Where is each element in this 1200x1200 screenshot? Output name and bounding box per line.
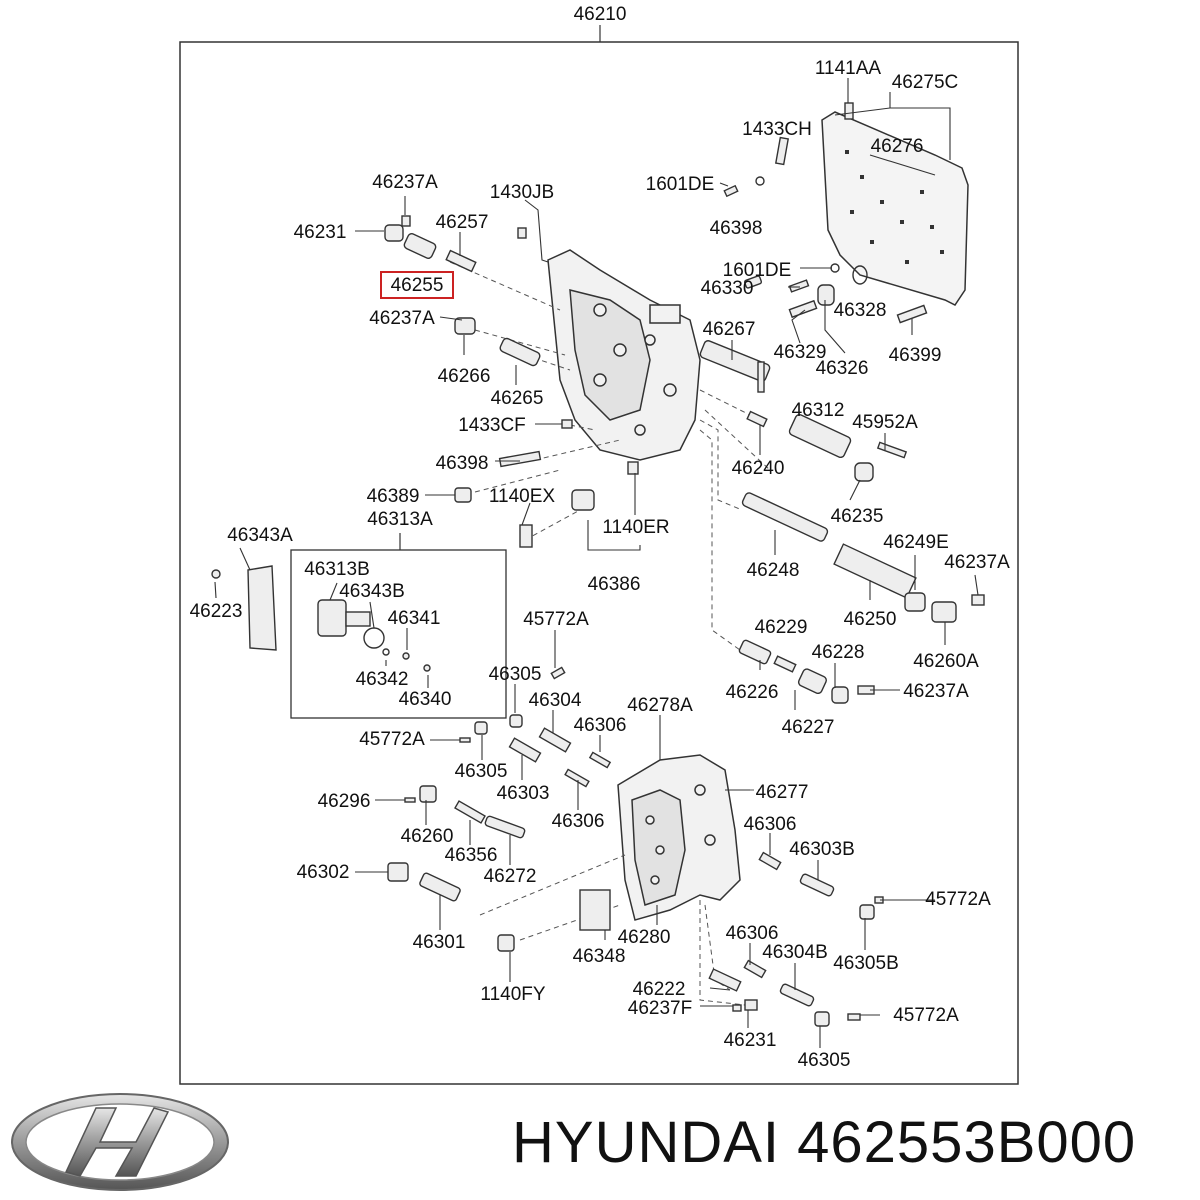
- part-label: 46237A: [369, 308, 435, 329]
- part-label: 46231: [294, 222, 347, 243]
- part-label: 46237A: [903, 681, 969, 702]
- part-label: 1430JB: [490, 182, 554, 203]
- part-label: 46305: [798, 1050, 851, 1071]
- part-label: 1601DE: [723, 260, 792, 281]
- part-label: 46231: [724, 1030, 777, 1051]
- part-label: 46343A: [227, 525, 293, 546]
- part-label: 46304B: [762, 942, 828, 963]
- part-label: 46398: [436, 453, 489, 474]
- part-label: 46227: [782, 717, 835, 738]
- hyundai-logo-icon: [11, 1093, 229, 1191]
- part-label: 46265: [491, 388, 544, 409]
- highlight-box: [380, 271, 454, 299]
- lower-valve-body: [617, 754, 741, 921]
- part-label: 45772A: [359, 729, 425, 750]
- part-label: 46302: [297, 862, 350, 883]
- part-label: 46326: [816, 358, 869, 379]
- part-label: 46237A: [944, 552, 1010, 573]
- part-label: 46272: [484, 866, 537, 887]
- part-label: 46306: [744, 814, 797, 835]
- part-label: 46235: [831, 506, 884, 527]
- part-label: 46228: [812, 642, 865, 663]
- part-label: 46255: [391, 275, 444, 296]
- part-label: 45772A: [893, 1005, 959, 1026]
- part-label: 46257: [436, 212, 489, 233]
- part-label: 46303: [497, 783, 550, 804]
- part-label: 46340: [399, 689, 452, 710]
- part-label: 46348: [573, 946, 626, 967]
- part-label: 46313A: [367, 509, 433, 530]
- part-label: 46296: [318, 791, 371, 812]
- part-label: 1601DE: [646, 174, 715, 195]
- part-label: 46398: [710, 218, 763, 239]
- part-label: 46280: [618, 927, 671, 948]
- part-label: 46312: [792, 400, 845, 421]
- part-label: 46275C: [892, 72, 959, 93]
- brand-part-title: HYUNDAI 462553B000: [512, 1108, 1136, 1178]
- part-label: 46250: [844, 609, 897, 630]
- diagram-frame: [179, 41, 1019, 1085]
- part-label: 46306: [574, 715, 627, 736]
- part-number: 462553B000: [797, 1110, 1137, 1175]
- part-label: 46267: [703, 319, 756, 340]
- part-label: 46266: [438, 366, 491, 387]
- part-label: 46249E: [883, 532, 949, 553]
- part-labels: 1141AA 46275C 1433CH 46276 46237A 1430JB 1601D…: [190, 58, 1010, 1071]
- part-label: 46305B: [833, 953, 899, 974]
- part-label: 46304: [529, 690, 582, 711]
- brand-name: HYUNDAI: [512, 1110, 781, 1175]
- part-label: 45772A: [523, 609, 589, 630]
- part-label: 46330: [701, 278, 754, 299]
- part-label: 46329: [774, 342, 827, 363]
- part-label: 46226: [726, 682, 779, 703]
- part-label: 46341: [388, 608, 441, 629]
- part-label: 46342: [356, 669, 409, 690]
- part-label: 46277: [756, 782, 809, 803]
- upper-valve-body: [547, 249, 701, 461]
- part-label: 1140FY: [480, 984, 545, 1005]
- part-label: 46305: [455, 761, 508, 782]
- part-label: 46306: [726, 923, 779, 944]
- part-label: 46313B: [304, 559, 370, 580]
- part-label: 46237F: [628, 998, 692, 1019]
- part-label: 1140EX: [489, 486, 556, 507]
- part-label: 46260: [401, 826, 454, 847]
- part-label: 1433CH: [742, 119, 812, 140]
- part-label: 46303B: [789, 839, 855, 860]
- part-label: 1433CF: [458, 415, 526, 436]
- part-label: 46343B: [339, 581, 405, 602]
- part-label: 45952A: [852, 412, 918, 433]
- assembly-number: 46210: [574, 4, 627, 25]
- part-label: 46306: [552, 811, 605, 832]
- part-label: 46328: [834, 300, 887, 321]
- part-label: 46278A: [627, 695, 693, 716]
- part-label: 46223: [190, 601, 243, 622]
- separator-plate: [821, 111, 969, 306]
- part-label: 46260A: [913, 651, 979, 672]
- part-label: 1141AA: [815, 58, 882, 79]
- solenoid-detail-box: [290, 549, 507, 719]
- part-label: 46399: [889, 345, 942, 366]
- part-label: 46305: [489, 664, 542, 685]
- part-label: 46386: [588, 574, 641, 595]
- part-label: 46229: [755, 617, 808, 638]
- part-label: 46240: [732, 458, 785, 479]
- part-label: 46276: [871, 136, 924, 157]
- part-label: 45772A: [925, 889, 991, 910]
- part-label: 46248: [747, 560, 800, 581]
- part-label: 46301: [413, 932, 466, 953]
- part-label: 46389: [367, 486, 420, 507]
- part-label: 1140ER: [602, 517, 669, 538]
- part-label: 46237A: [372, 172, 438, 193]
- part-label: 46222: [633, 979, 686, 1000]
- part-label: 46356: [445, 845, 498, 866]
